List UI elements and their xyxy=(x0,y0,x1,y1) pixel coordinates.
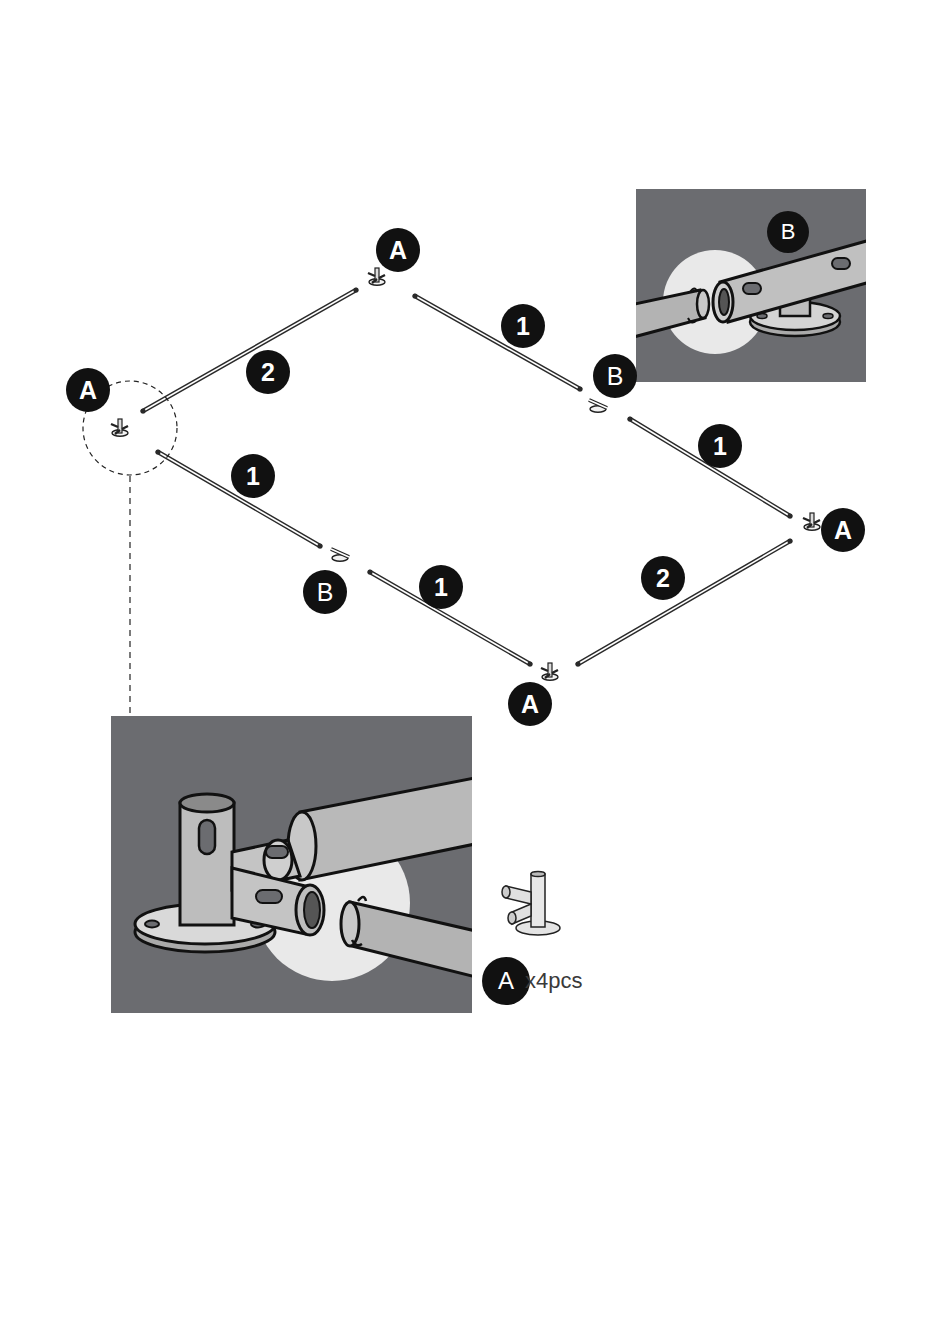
corner-connector xyxy=(803,513,820,530)
callout-label: A xyxy=(821,508,865,552)
middle-connector xyxy=(589,400,607,412)
corner-connector xyxy=(541,663,558,680)
detail-marker xyxy=(83,381,177,715)
rod-outline xyxy=(158,452,320,546)
rod-body xyxy=(415,296,580,389)
vertical-tube xyxy=(180,803,234,925)
sleeve-end xyxy=(502,886,510,898)
callout-label: A xyxy=(508,682,552,726)
tube-opening xyxy=(180,794,234,812)
rod-tip xyxy=(155,449,160,454)
detail-leader xyxy=(129,476,130,715)
sleeve-opening xyxy=(713,282,733,322)
screw-hole xyxy=(145,921,159,928)
frame-rod xyxy=(412,293,582,391)
slot xyxy=(266,846,288,858)
rod-outline xyxy=(415,296,580,389)
tube xyxy=(300,777,472,880)
detail-inset-a xyxy=(111,716,472,1013)
rod-tip xyxy=(787,513,792,518)
rod-tip xyxy=(317,543,322,548)
spring-pin xyxy=(688,289,697,323)
rod-tip xyxy=(527,661,532,666)
frame-rod xyxy=(140,287,358,413)
inset-panel xyxy=(111,716,472,1013)
tube-opening xyxy=(531,872,545,877)
rod-outline xyxy=(630,419,790,516)
slot xyxy=(256,890,282,903)
corner-connector xyxy=(111,419,128,436)
quantity-note: x4pcs xyxy=(525,970,582,992)
callout-label: 1 xyxy=(501,304,545,348)
rod-tip xyxy=(575,661,580,666)
sleeve-stubs xyxy=(111,424,128,434)
callout-label: B xyxy=(303,570,347,614)
callout-label: 1 xyxy=(419,565,463,609)
rod-body xyxy=(630,419,790,516)
sleeve-body xyxy=(331,549,349,557)
rod-tip xyxy=(787,538,792,543)
callout-label: B xyxy=(593,354,637,398)
rod-body xyxy=(143,290,356,411)
sleeve-end xyxy=(264,840,292,880)
sleeve-stubs xyxy=(368,273,385,283)
sleeve-bore xyxy=(719,289,729,315)
spring-pin xyxy=(352,897,366,945)
callout-label: 2 xyxy=(246,350,290,394)
vertical-tube xyxy=(531,874,545,927)
frame-rod xyxy=(627,416,792,518)
sleeve-tube xyxy=(331,549,349,557)
rod-body xyxy=(578,541,790,664)
callout-label: 1 xyxy=(698,424,742,468)
detail-inset-b xyxy=(636,189,866,382)
slot xyxy=(832,258,850,269)
callout-label: B xyxy=(767,211,809,253)
rod-tip xyxy=(367,569,372,574)
rod-tip xyxy=(353,287,358,292)
rod-tip xyxy=(577,386,582,391)
frame-rod xyxy=(155,449,322,548)
sleeve-body xyxy=(589,400,607,408)
front-sleeve xyxy=(232,868,305,934)
rod-tip xyxy=(341,902,359,946)
rod-end xyxy=(350,902,472,978)
sleeve-opening xyxy=(296,885,324,935)
rod-tip xyxy=(627,416,632,421)
part-icon xyxy=(502,872,560,936)
rod-body xyxy=(158,452,320,546)
callout-label: A xyxy=(376,228,420,272)
callout-label: A xyxy=(482,957,530,1005)
screw-hole xyxy=(823,314,833,319)
rod-outline xyxy=(578,541,790,664)
frame-rod xyxy=(575,538,792,666)
callout-label: 1 xyxy=(231,454,275,498)
middle-connector xyxy=(331,549,349,561)
sleeve-tube xyxy=(589,400,607,408)
sleeve-end xyxy=(508,912,516,924)
sleeve-bore xyxy=(304,892,320,928)
slot xyxy=(199,820,215,854)
rod-tip xyxy=(140,408,145,413)
rod-outline xyxy=(143,290,356,411)
sleeve-stubs xyxy=(541,668,558,678)
callout-label: A xyxy=(66,368,110,412)
rod-tip xyxy=(697,290,709,318)
corner-connector xyxy=(368,268,385,285)
rod-end xyxy=(636,290,705,338)
sleeve-stubs xyxy=(803,518,820,528)
rod-tip xyxy=(412,293,417,298)
callout-label: 2 xyxy=(641,556,685,600)
slot xyxy=(743,283,761,294)
